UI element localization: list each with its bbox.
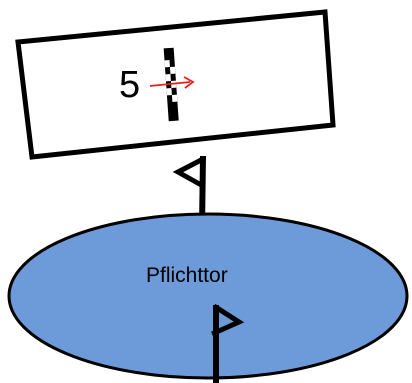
sign-number: 5 (119, 64, 140, 106)
flag-icon (210, 303, 245, 383)
direction-arrow-icon (149, 76, 195, 89)
area-label: Pflichttor (146, 264, 228, 287)
mandatory-gate-area (7, 212, 409, 380)
